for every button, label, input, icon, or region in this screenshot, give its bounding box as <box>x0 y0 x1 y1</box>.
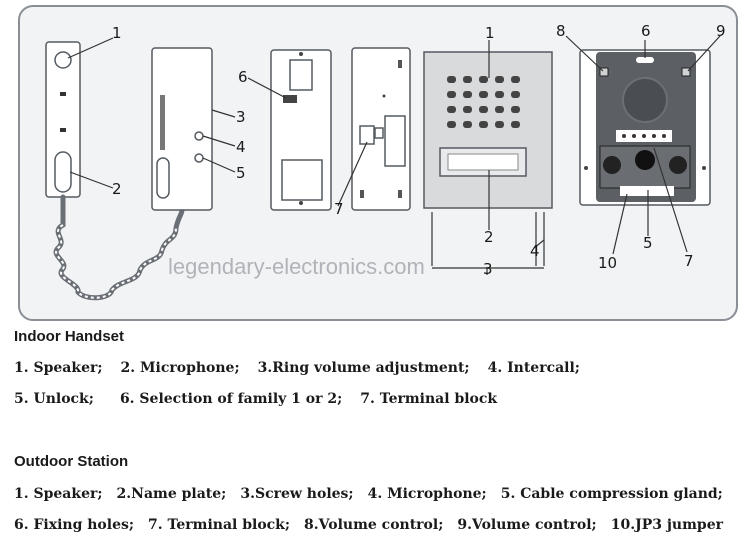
outdoor-legend-line-2: 6. Fixing holes; 7. Terminal block; 8.Volu… <box>14 516 723 534</box>
legend-item: 3.Screw holes; <box>240 486 354 502</box>
callout-outdoor-1: 1 <box>485 24 495 42</box>
legend-item: 5. Cable compression gland; <box>500 486 723 502</box>
legend-item: 1. Speaker; <box>14 360 103 376</box>
legend-item: 2.Name plate; <box>116 486 227 502</box>
callout-back-7: 7 <box>684 252 694 270</box>
legend-item: 7. Terminal block; <box>148 517 291 533</box>
legend-item: 2. Microphone; <box>120 360 240 376</box>
family-selector <box>283 95 297 103</box>
microphone-slot <box>54 151 72 193</box>
callout-back-9: 9 <box>716 22 726 40</box>
handset-front <box>45 41 81 198</box>
callout-back-6: 6 <box>641 22 651 40</box>
legend-item: 5. Unlock; <box>14 391 94 407</box>
handset-base <box>151 47 213 211</box>
callout-handset-2: 2 <box>112 180 122 198</box>
callout-handset-6: 6 <box>238 68 248 86</box>
callout-back-8: 8 <box>556 22 566 40</box>
diagram-panel: 1 2 3 4 5 6 7 1 2 3 4 8 6 9 10 5 7 legen… <box>18 5 738 321</box>
legend-item: 4. Intercall; <box>487 360 580 376</box>
terminal-block <box>359 125 375 145</box>
callout-outdoor-4: 4 <box>530 242 540 260</box>
speaker-back <box>622 77 668 123</box>
outdoor-back <box>579 49 711 206</box>
legend-item: 9.Volume control; <box>457 517 597 533</box>
outdoor-heading: Outdoor Station <box>14 453 129 470</box>
callout-handset-3: 3 <box>236 108 246 126</box>
volume-control-left <box>599 67 609 77</box>
callout-handset-4: 4 <box>236 138 246 156</box>
legend-item: 8.Volume control; <box>304 517 444 533</box>
handset-back <box>270 49 332 211</box>
jp3-jumper <box>620 186 674 196</box>
fixing-hole-top <box>636 57 654 63</box>
intercall-icon <box>194 131 204 141</box>
legend-item: 7. Terminal block <box>360 391 498 407</box>
indoor-legend-line-2: 5. Unlock; 6. Selection of family 1 or 2;… <box>14 390 497 408</box>
indoor-legend-line-1: 1. Speaker; 2. Microphone; 3.Ring volume a… <box>14 359 580 377</box>
speaker-grille <box>447 76 520 128</box>
callout-back-10: 10 <box>598 254 618 272</box>
legend-item: 1. Speaker; <box>14 486 103 502</box>
callout-back-5: 5 <box>643 234 653 252</box>
callout-handset-7: 7 <box>334 200 344 218</box>
indoor-heading: Indoor Handset <box>14 328 125 345</box>
legend-item: 3.Ring volume adjustment; <box>257 360 470 376</box>
callout-outdoor-2: 2 <box>484 228 494 246</box>
outdoor-front <box>423 51 553 266</box>
leader-lines <box>67 35 721 275</box>
microphone-slot-base <box>156 157 170 199</box>
legend-item: 4. Microphone; <box>367 486 487 502</box>
mounting-plate <box>351 47 411 211</box>
unlock-icon <box>194 153 204 163</box>
cable-gland <box>635 150 655 170</box>
watermark-text: legendary-electronics.com <box>168 254 425 279</box>
callout-handset-5: 5 <box>236 164 246 182</box>
legend-item: 6. Selection of family 1 or 2; <box>119 391 343 407</box>
callout-handset-1: 1 <box>112 24 122 42</box>
outdoor-legend-line-1: 1. Speaker; 2.Name plate; 3.Screw holes; 4.… <box>14 485 723 503</box>
legend-item: 10.JP3 jumper <box>610 517 723 533</box>
speaker-icon <box>54 51 72 69</box>
volume-control-right <box>681 67 691 77</box>
legend-item: 6. Fixing holes; <box>14 517 135 533</box>
callout-outdoor-3: 3 <box>483 260 493 278</box>
